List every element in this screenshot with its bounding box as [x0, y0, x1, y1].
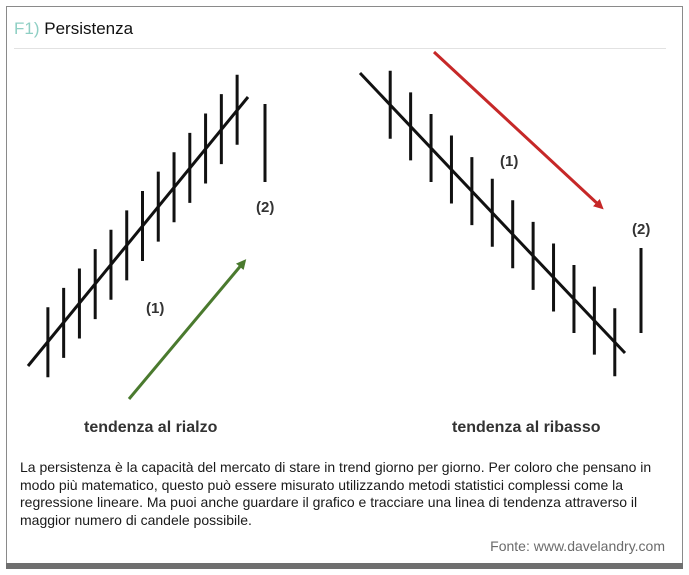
- header-divider: [14, 48, 666, 49]
- figure-number: F1): [14, 19, 40, 38]
- uptrend-green-arrow: [127, 259, 247, 400]
- uptrend-price-bars: [46, 74, 239, 378]
- uptrend-marker-2: (2): [256, 199, 274, 216]
- uptrend-label: tendenza al rialzo: [84, 419, 218, 436]
- downtrend-marker-1: (1): [500, 153, 518, 170]
- uptrend-marker-1: (1): [146, 300, 164, 317]
- downtrend-label: tendenza al ribasso: [452, 419, 601, 436]
- uptrend-line: [26, 96, 250, 367]
- figure-frame: [6, 6, 683, 564]
- caption-text: La persistenza è la capacità del mercato…: [20, 459, 652, 528]
- figure-title: Persistenza: [44, 19, 134, 38]
- source-credit: Fonte: www.davelandry.com: [490, 538, 665, 554]
- figure-header: F1) Persistenza: [14, 19, 133, 39]
- downtrend-panel: (1) (2) tendenza al ribasso: [358, 50, 650, 436]
- frame-bottom-bar: [6, 563, 683, 569]
- downtrend-price-bars: [388, 70, 617, 377]
- downtrend-marker-2: (2): [632, 221, 650, 238]
- downtrend-red-arrow: [432, 50, 604, 210]
- uptrend-panel: (1) (2) tendenza al rialzo: [26, 74, 274, 436]
